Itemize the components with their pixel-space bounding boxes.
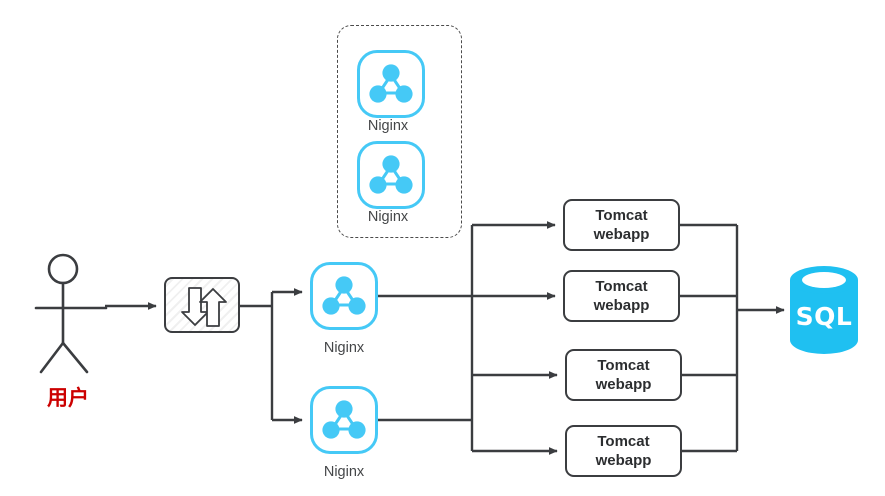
bidirectional-arrow-icon	[181, 287, 227, 327]
tomcat-webapp-1-line2: webapp	[593, 226, 650, 243]
user-actor-label: 用户	[47, 386, 89, 410]
nginx-node-standby-2[interactable]	[357, 141, 425, 209]
tomcat-webapp-4[interactable]: Tomcat webapp	[565, 425, 682, 477]
tomcat-webapp-4-line1: Tomcat	[597, 433, 650, 450]
load-balancer[interactable]	[164, 277, 240, 333]
tomcat-webapp-1-line1: Tomcat	[595, 207, 648, 224]
nginx-cluster-icon	[369, 64, 413, 103]
nginx-node-active-1-label: Niginx	[323, 340, 365, 356]
tomcat-webapp-2[interactable]: Tomcat webapp	[563, 270, 680, 322]
tomcat-webapp-3[interactable]: Tomcat webapp	[565, 349, 682, 401]
tomcat-webapp-3-line1: Tomcat	[597, 357, 650, 374]
nginx-cluster-icon	[369, 155, 413, 194]
tomcat-webapp-4-line2: webapp	[595, 452, 652, 469]
nginx-cluster-icon	[322, 400, 366, 439]
standby-nginx-group	[337, 25, 462, 238]
sql-database[interactable]: SQL	[788, 266, 860, 354]
nginx-node-standby-2-label: Niginx	[367, 209, 409, 225]
nginx-node-active-2-label: Niginx	[323, 464, 365, 480]
nginx-cluster-icon	[322, 276, 366, 315]
nginx-node-active-1[interactable]	[310, 262, 378, 330]
sql-database-label: SQL	[795, 302, 853, 331]
nginx-node-standby-1-label: Niginx	[367, 118, 409, 134]
tomcat-webapp-2-line1: Tomcat	[595, 278, 648, 295]
database-cylinder-icon	[790, 266, 858, 354]
nginx-node-standby-1[interactable]	[357, 50, 425, 118]
tomcat-webapp-1[interactable]: Tomcat webapp	[563, 199, 680, 251]
stick-figure-icon	[34, 253, 108, 374]
tomcat-webapp-2-line2: webapp	[593, 297, 650, 314]
tomcat-webapp-3-line2: webapp	[595, 376, 652, 393]
nginx-node-active-2[interactable]	[310, 386, 378, 454]
